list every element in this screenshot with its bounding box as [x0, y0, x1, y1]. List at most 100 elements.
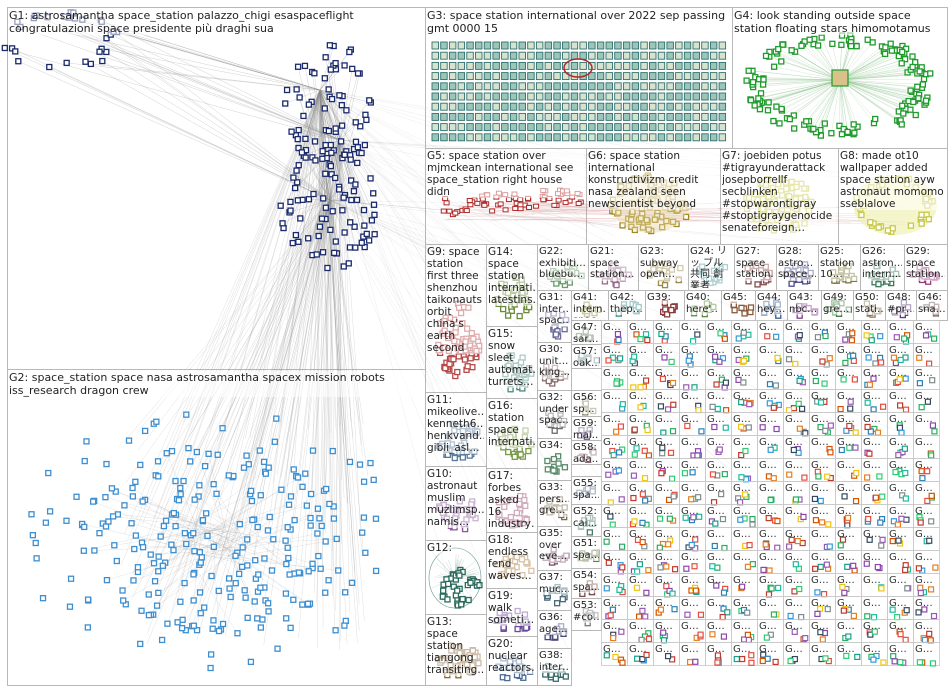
- g4-node: [747, 97, 755, 104]
- grid-node: [795, 565, 803, 572]
- g3-node: [535, 123, 544, 132]
- g3-node: [675, 102, 683, 111]
- grid-node: [823, 561, 830, 568]
- g3-node: [675, 41, 683, 50]
- g2-node: [241, 587, 248, 594]
- g5-node: [452, 210, 459, 216]
- g2-node: [266, 513, 273, 521]
- edge: [194, 534, 236, 552]
- g3-node: [622, 51, 631, 60]
- grid-node: [660, 629, 667, 636]
- g4-node: [887, 40, 894, 47]
- g7-node: [765, 193, 772, 200]
- g9-node: [473, 347, 480, 355]
- g28-node: [786, 270, 794, 278]
- g2-node: [335, 567, 342, 574]
- g3-node: [509, 123, 518, 132]
- grid-cell-label: G…: [759, 322, 777, 333]
- g10-node: [469, 511, 476, 518]
- g39-node: [662, 306, 669, 313]
- edge: [186, 521, 219, 545]
- grid-node: [720, 589, 728, 596]
- g3-node: [588, 92, 596, 101]
- g35-node: [555, 555, 562, 563]
- g3-node: [448, 133, 457, 142]
- edge: [839, 79, 875, 124]
- grid-cell-label: G…: [759, 575, 777, 586]
- edge: [120, 89, 321, 566]
- grid-node: [798, 613, 805, 621]
- edge: [250, 199, 331, 475]
- edge: [276, 139, 341, 476]
- g3-node: [457, 82, 466, 91]
- grid-node: [800, 513, 807, 521]
- g3-node: [631, 92, 640, 101]
- g2-node: [183, 540, 190, 548]
- g3-node: [718, 112, 727, 121]
- g3-node: [544, 102, 553, 111]
- grid-cell-label: G…: [603, 575, 621, 586]
- grid-node: [842, 336, 849, 343]
- grid-node: [926, 360, 933, 367]
- g3-node: [466, 102, 474, 111]
- g4-node: [853, 43, 860, 50]
- grid-node: [763, 634, 770, 641]
- g3-node: [501, 61, 509, 70]
- grid-node: [843, 652, 850, 659]
- g5-node: [511, 191, 518, 197]
- g2-node: [238, 563, 246, 571]
- grid-node: [688, 496, 695, 503]
- g3-node: [718, 92, 727, 101]
- grid-node: [619, 564, 626, 571]
- g6-node: [669, 218, 677, 226]
- grid-node: [613, 380, 620, 387]
- grid-node: [919, 475, 926, 482]
- edge: [113, 516, 227, 530]
- g3-node: [483, 123, 492, 132]
- g2-node: [89, 498, 97, 505]
- g1-node: [360, 206, 368, 214]
- g11-node: [463, 448, 470, 455]
- g3-node: [553, 133, 561, 142]
- grid-node: [871, 628, 878, 635]
- grid-node: [664, 652, 672, 660]
- g2-node: [245, 461, 252, 468]
- grid-cell-label: G…: [915, 621, 933, 632]
- g7-node: [784, 199, 791, 206]
- edge: [193, 500, 253, 544]
- g3-node: [701, 123, 709, 132]
- g3-node: [448, 102, 457, 111]
- grid-node: [921, 636, 929, 644]
- g45-node: [738, 304, 745, 311]
- grid-node: [659, 444, 666, 451]
- grid-node: [824, 605, 831, 613]
- g2-node: [178, 625, 186, 632]
- grid-node: [722, 379, 730, 386]
- grid-cell-label: G…: [759, 414, 777, 425]
- g3-node: [675, 133, 683, 142]
- g5-node: [466, 197, 473, 203]
- edge: [753, 79, 841, 88]
- g2-node: [172, 522, 179, 530]
- grid-node: [866, 381, 873, 388]
- grid-node: [825, 521, 832, 528]
- g1-node: [340, 194, 347, 201]
- g3-node: [501, 123, 509, 132]
- g2-node: [151, 578, 159, 585]
- grid-node: [736, 499, 744, 506]
- grid-cell-label: G…: [785, 414, 803, 425]
- g7-node: [766, 222, 773, 229]
- grid-node: [767, 496, 774, 504]
- g28-node: [801, 261, 809, 268]
- grid-node: [766, 381, 774, 388]
- g2-node: [180, 477, 187, 485]
- g2-node: [160, 522, 168, 530]
- g11-node: [474, 428, 481, 435]
- edge: [321, 139, 341, 569]
- g3-node: [614, 61, 622, 70]
- g2-node: [81, 457, 88, 465]
- grid-node: [607, 513, 614, 520]
- g1-node: [371, 231, 378, 238]
- g33-node: [556, 496, 564, 503]
- g13-node: [456, 649, 463, 657]
